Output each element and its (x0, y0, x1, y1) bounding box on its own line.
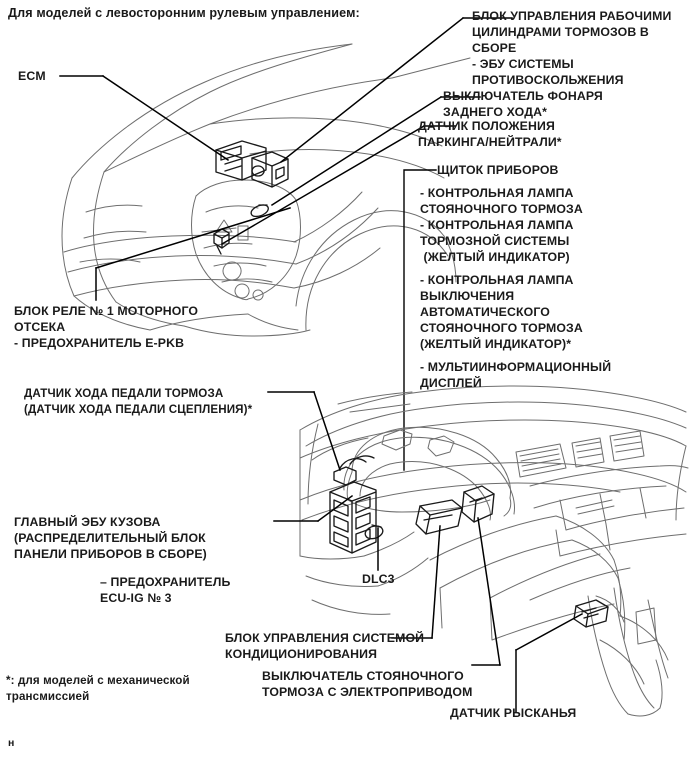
label-brake-pedal-stroke-sensor: ДАТЧИК ХОДА ПЕДАЛИ ТОРМОЗА (ДАТЧИК ХОДА … (24, 387, 253, 416)
label-combination-meter-title: ЩИТОК ПРИБОРОВ (437, 163, 559, 177)
page-marker: н (8, 737, 15, 749)
label-brake-actuator-assembly: БЛОК УПРАВЛЕНИЯ РАБОЧИМИ ЦИЛИНДРАМИ ТОРМ… (472, 9, 672, 88)
label-combination-meter-items-2: - КОНТРОЛЬНАЯ ЛАМПА ВЫКЛЮЧЕНИЯ АВТОМАТИЧ… (420, 273, 583, 352)
label-main-body-ecu: ГЛАВНЫЙ ЭБУ КУЗОВА (РАСПРЕДЕЛИТЕЛЬНЫЙ БЛ… (14, 515, 207, 562)
label-main-body-ecu-fuse: – ПРЕДОХРАНИТЕЛЬ ECU-IG № 3 (100, 575, 231, 606)
label-combination-meter-items-3: - МУЛЬТИИНФОРМАЦИОННЫЙ ДИСПЛЕЙ (420, 360, 612, 391)
label-reverse-lamp-switch: ВЫКЛЮЧАТЕЛЬ ФОНАРЯ ЗАДНЕГО ХОДА* (443, 89, 603, 120)
label-engine-room-relay-block: БЛОК РЕЛЕ № 1 МОТОРНОГО ОТСЕКА - ПРЕДОХР… (14, 304, 199, 351)
label-yaw-rate-sensor: ДАТЧИК РЫСКАНЬЯ (450, 706, 577, 720)
label-park-neutral-position-sensor: ДАТЧИК ПОЛОЖЕНИЯ ПАРКИНГА/НЕЙТРАЛИ* (418, 119, 562, 150)
label-ac-control-assembly: БЛОК УПРАВЛЕНИЯ СИСТЕМОЙ КОНДИЦИОНИРОВАН… (225, 631, 425, 662)
label-epb-switch: ВЫКЛЮЧАТЕЛЬ СТОЯНОЧНОГО ТОРМОЗА С ЭЛЕКТР… (262, 669, 473, 700)
page-title: Для моделей с левосторонним рулевым упра… (8, 6, 360, 20)
label-dlc3: DLC3 (362, 572, 395, 586)
label-ecm: ECM (18, 69, 46, 83)
footnote: *: для моделей с механической трансмисси… (6, 674, 190, 703)
label-combination-meter-items-1: - КОНТРОЛЬНАЯ ЛАМПА СТОЯНОЧНОГО ТОРМОЗА … (420, 186, 583, 265)
